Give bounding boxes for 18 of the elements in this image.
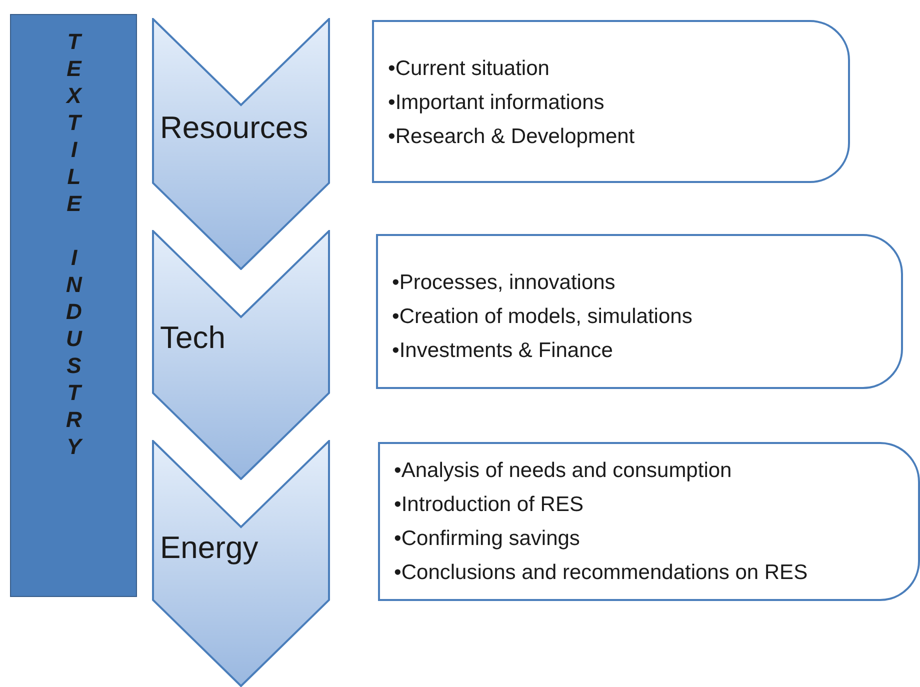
bullet-item: •Current situation <box>388 56 550 82</box>
stage-label: Resources <box>160 110 308 146</box>
vertical-title: TEXTILE INDUSTRY <box>60 29 86 461</box>
title-bar <box>10 14 137 597</box>
bullet-item: •Analysis of needs and consumption <box>394 458 732 484</box>
bullet-item: •Important informations <box>388 90 604 116</box>
stage-label: Tech <box>160 320 226 356</box>
bullet-item: •Creation of models, simulations <box>392 304 692 330</box>
bullet-item: •Confirming savings <box>394 526 580 552</box>
bullet-item: •Processes, innovations <box>392 270 616 296</box>
bullet-list-box <box>376 234 903 389</box>
bullet-list-box <box>378 442 920 601</box>
bullet-item: •Research & Development <box>388 124 635 150</box>
bullet-item: •Conclusions and recommendations on RES <box>394 560 808 586</box>
stage-label: Energy <box>160 530 258 566</box>
bullet-item: •Introduction of RES <box>394 492 584 518</box>
bullet-item: •Investments & Finance <box>392 338 613 364</box>
bullet-list-box <box>372 20 850 183</box>
